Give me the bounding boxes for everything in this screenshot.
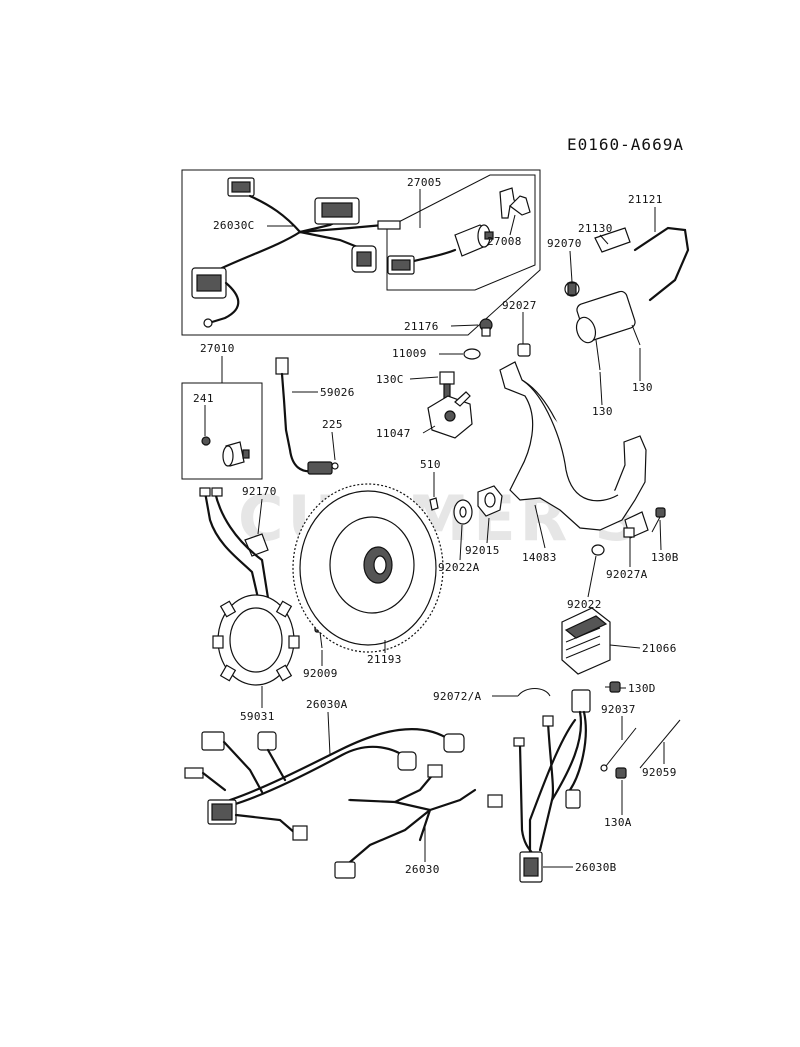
diagram-code: E0160-A669A bbox=[567, 135, 684, 154]
label-11047: 11047 bbox=[376, 427, 411, 440]
label-92027: 92027 bbox=[502, 299, 537, 312]
label-241: 241 bbox=[193, 392, 214, 405]
switch-kit-outline bbox=[386, 174, 536, 291]
label-26030b: 26030B bbox=[575, 861, 617, 874]
cover-hardware-drawing bbox=[591, 507, 666, 556]
label-92072a: 92072/A bbox=[433, 690, 482, 703]
pressure-switch-241-drawing bbox=[201, 436, 250, 467]
regulator-21066-drawing bbox=[561, 607, 611, 675]
flywheel-21193-drawing bbox=[292, 483, 444, 653]
ignition-coil-21121-drawing bbox=[564, 226, 690, 371]
label-27008: 27008 bbox=[487, 235, 522, 248]
label-92059: 92059 bbox=[642, 766, 677, 779]
label-27010: 27010 bbox=[200, 342, 235, 355]
harness-26030a-drawing bbox=[184, 728, 465, 841]
ignition-switch-27005-drawing bbox=[387, 187, 531, 275]
label-92170: 92170 bbox=[242, 485, 277, 498]
label-130-right: 130 bbox=[632, 381, 653, 394]
harness-kit-outline bbox=[181, 169, 541, 336]
label-92022: 92022 bbox=[567, 598, 602, 611]
label-26030: 26030 bbox=[405, 863, 440, 876]
label-21121: 21121 bbox=[628, 193, 663, 206]
label-11009: 11009 bbox=[392, 347, 427, 360]
label-130a: 130A bbox=[604, 816, 632, 829]
label-130c: 130C bbox=[376, 373, 404, 386]
label-92037: 92037 bbox=[601, 703, 636, 716]
label-92015: 92015 bbox=[465, 544, 500, 557]
label-26030c: 26030C bbox=[213, 219, 255, 232]
switch-27010-box bbox=[181, 382, 263, 480]
label-21066: 21066 bbox=[642, 642, 677, 655]
clip-and-bolt-drawing bbox=[517, 681, 621, 697]
label-92022a: 92022A bbox=[438, 561, 480, 574]
label-92027a: 92027A bbox=[606, 568, 648, 581]
label-27005: 27005 bbox=[407, 176, 442, 189]
label-26030a: 26030A bbox=[306, 698, 348, 711]
rod-and-bolt-drawing bbox=[600, 719, 681, 779]
label-59026: 59026 bbox=[320, 386, 355, 399]
harness-26030c-drawing bbox=[191, 177, 401, 328]
label-59031: 59031 bbox=[240, 710, 275, 723]
label-21193: 21193 bbox=[367, 653, 402, 666]
oil-sensor-assembly-drawing bbox=[427, 318, 531, 439]
label-510: 510 bbox=[420, 458, 441, 471]
flywheel-hardware-drawing bbox=[429, 485, 503, 525]
label-130-left: 130 bbox=[592, 405, 613, 418]
label-92009: 92009 bbox=[303, 667, 338, 680]
label-130d: 130D bbox=[628, 682, 656, 695]
label-21130: 21130 bbox=[578, 222, 613, 235]
harness-26030b-drawing bbox=[513, 689, 591, 883]
label-21176: 21176 bbox=[404, 320, 439, 333]
pulser-coil-59026-drawing bbox=[275, 357, 339, 475]
label-92070: 92070 bbox=[547, 237, 582, 250]
label-130b: 130B bbox=[651, 551, 679, 564]
harness-26030-drawing bbox=[334, 764, 503, 879]
stator-59031-drawing bbox=[199, 487, 300, 686]
label-225: 225 bbox=[322, 418, 343, 431]
label-14083: 14083 bbox=[522, 551, 557, 564]
